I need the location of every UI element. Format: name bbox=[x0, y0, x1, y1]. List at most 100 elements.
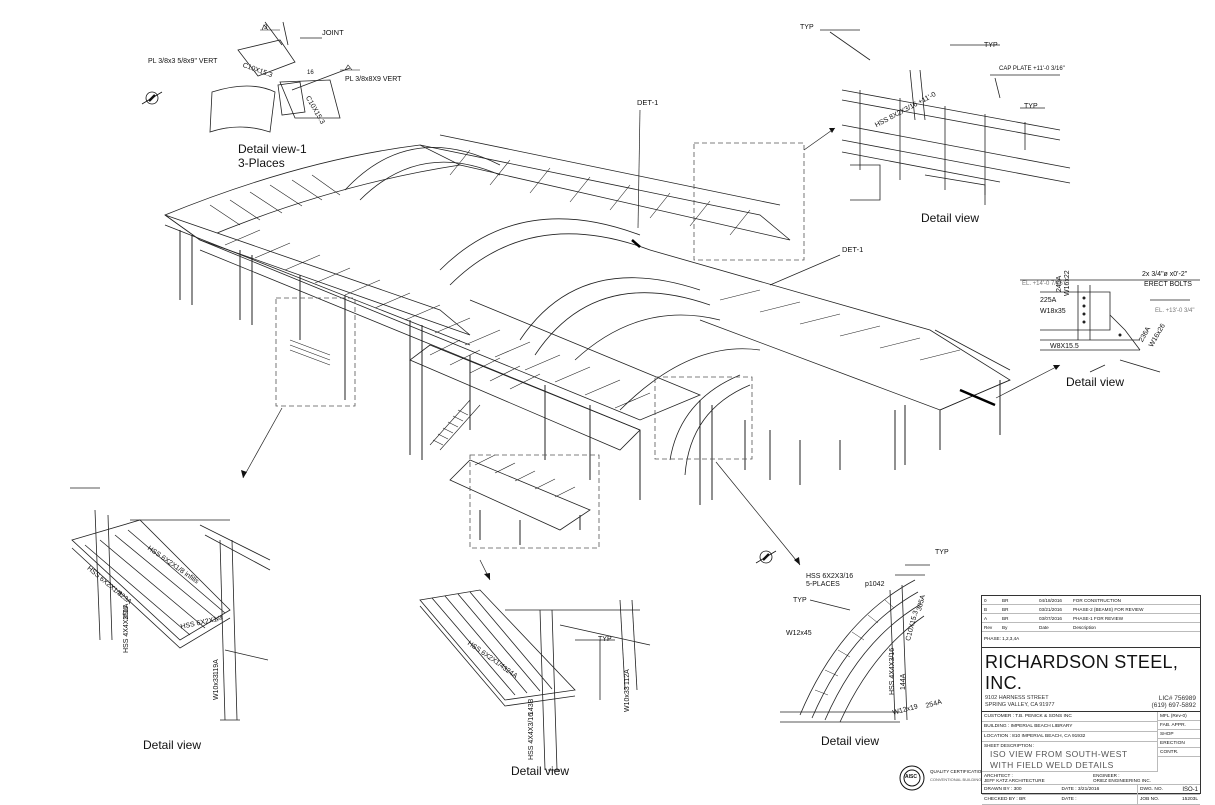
typ-label: TYP bbox=[598, 636, 612, 643]
address-line-1: 9102 HARNESS STREET bbox=[985, 695, 1049, 701]
typ-label: TYP bbox=[1024, 103, 1038, 110]
det1-label-right: DET-1 bbox=[842, 245, 864, 254]
sheet-desc-label: SHEET DESCRIPTION : bbox=[984, 743, 1035, 748]
hss4x4-label-c: HSS 4X4X3/16 bbox=[889, 647, 896, 695]
w16x22-label: W16x22 bbox=[1064, 270, 1071, 296]
plate-label-2: PL 3/8x8X9 VERT bbox=[345, 76, 402, 83]
detail-view-caption-right: Detail view bbox=[1066, 375, 1125, 389]
erection-field: ERECTION bbox=[1158, 739, 1200, 748]
main-structure bbox=[164, 134, 1011, 545]
rev-date-header: Date bbox=[1039, 624, 1049, 630]
mark-151a: 151A bbox=[123, 603, 130, 620]
typ-label: TYP bbox=[984, 42, 998, 49]
mark-143b: 143B bbox=[528, 698, 535, 715]
leader-lines bbox=[242, 109, 1061, 581]
revision-row: 0 BR 04/18/2016 FOR CONSTRUCTION bbox=[982, 596, 1200, 605]
mark-112a: 112A bbox=[624, 669, 631, 685]
aisc-logo-text: AISC bbox=[905, 774, 917, 780]
joint-label: JOINT bbox=[322, 28, 344, 37]
bolt-note-1: 2x 3/4"ø x0'-2" bbox=[1142, 271, 1188, 278]
revision-row: A BR 03/07/2016 PHASE-1 FOR REVIEW bbox=[982, 614, 1200, 623]
mfl-field: MFL (Rev-0) bbox=[1158, 712, 1200, 721]
detail-view-caption-topright: Detail view bbox=[921, 211, 980, 225]
mark-245a: 245A bbox=[1056, 275, 1063, 292]
engineer-label: ENGINEER : bbox=[1093, 773, 1120, 778]
engineer-value: ORIEZ ENGINEERING INC. bbox=[1093, 778, 1151, 783]
rev-header: Rev bbox=[984, 624, 993, 630]
architect-label: ARCHITECT : bbox=[984, 773, 1013, 778]
rev-cell: B bbox=[984, 606, 988, 612]
typ-label: TYP bbox=[793, 597, 807, 604]
drawn-by-field: DRAWN BY : 300 bbox=[982, 785, 1060, 795]
elevation-label-2: EL. +13'-0 3/4" bbox=[1155, 308, 1195, 314]
mark-144a: 144A bbox=[900, 673, 907, 690]
w18x35-label: W18x35 bbox=[1040, 308, 1066, 315]
rev-desc-cell: PHASE-2 (BEAMS) FOR REVIEW bbox=[1073, 606, 1144, 612]
north-arrow-icon bbox=[755, 550, 777, 564]
detail-view-caption-bottomright: Detail view bbox=[821, 734, 880, 748]
detail-view-1-caption: Detail view-1 bbox=[238, 142, 307, 156]
rev-date-cell: 03/07/2016 bbox=[1039, 615, 1062, 621]
rev-cell: A bbox=[984, 615, 988, 621]
aisc-cert-line1: QUALITY CERTIFICATION bbox=[930, 769, 985, 774]
date-field-2: DATE : bbox=[1059, 795, 1137, 805]
detail-view-1-drawing bbox=[209, 21, 351, 133]
phone-number: (619) 697-5892 bbox=[1151, 702, 1196, 709]
rev-desc-cell: PHASE-1 FOR REVIEW bbox=[1073, 615, 1124, 621]
phase-label: PHASE: 1,2,3,4A bbox=[984, 636, 1020, 641]
fab-appr-field: FAB. APPR. bbox=[1158, 721, 1200, 730]
contr-field: CONTR. bbox=[1158, 748, 1200, 757]
architect-value: JEFF KATZ ARCHITECTURE bbox=[984, 778, 1045, 783]
rev-by-header: By bbox=[1002, 624, 1008, 630]
plate-label-1: PL 3/8x3 5/8x9" VERT bbox=[148, 58, 218, 65]
title-block: 0 BR 04/18/2016 FOR CONSTRUCTION B BR 03… bbox=[981, 595, 1201, 805]
detail-bottomleft-drawing bbox=[70, 487, 271, 721]
license-number: LIC# 756989 bbox=[1158, 695, 1196, 702]
w12x45-label: W12x45 bbox=[786, 630, 812, 637]
detail-view-caption-bottomcenter: Detail view bbox=[511, 764, 570, 778]
callout-boxes bbox=[275, 142, 805, 549]
bolt-note-2: ERECT BOLTS bbox=[1144, 281, 1192, 288]
revision-row: B BR 03/21/2016 PHASE-2 (BEAMS) FOR REVI… bbox=[982, 605, 1200, 614]
sheet-desc-line1: ISO VIEW FROM SOUTH-WEST bbox=[990, 749, 1128, 759]
detail-right-drawing bbox=[1020, 279, 1200, 373]
shop-field: SHOP bbox=[1158, 730, 1200, 739]
det1-label-top: DET-1 bbox=[637, 98, 659, 107]
sheet-desc-line2: WITH FIELD WELD DETAILS bbox=[982, 760, 1157, 772]
typ-label: TYP bbox=[800, 24, 814, 31]
curve-ticks bbox=[814, 599, 895, 696]
aisc-logo bbox=[899, 765, 925, 791]
rev-by-cell: BR bbox=[1002, 606, 1009, 612]
weld-symbols-tl bbox=[260, 24, 360, 71]
rev-date-cell: 03/21/2016 bbox=[1039, 606, 1062, 612]
mark-119a: 119A bbox=[213, 659, 220, 675]
mark-225a: 225A bbox=[1040, 297, 1057, 304]
rev-by-cell: BR bbox=[1002, 615, 1009, 621]
detail-bottomcenter-drawing bbox=[419, 589, 651, 771]
rev-by-cell: BR bbox=[1002, 597, 1009, 603]
company-name: RICHARDSON STEEL, INC. bbox=[982, 647, 1200, 695]
detail-topright-drawing bbox=[820, 29, 1071, 205]
cap-plate-label: CAP PLATE +11'-0 3/16" bbox=[999, 66, 1065, 72]
rev-desc-header: Description bbox=[1073, 624, 1096, 630]
w8x15-label: W8X15.5 bbox=[1050, 343, 1079, 350]
detail-view-caption-bottomleft: Detail view bbox=[143, 738, 202, 752]
aisc-cert-line2: CONVENTIONAL BUILDING bbox=[930, 777, 982, 782]
dwg-no-label: DWG. NO. bbox=[1140, 787, 1163, 792]
location-field: LOCATION : 810 IMPERIAL BEACH, CA 91932 bbox=[982, 732, 1157, 742]
checked-by-field: CHECKED BY : BR bbox=[982, 795, 1060, 805]
arrowheads bbox=[241, 128, 1060, 580]
weld-frac-label: 3 bbox=[264, 25, 268, 31]
building-field: BUILDING : IMPERIAL BEACH LIBRARY bbox=[982, 722, 1157, 732]
rev-desc-cell: FOR CONSTRUCTION bbox=[1073, 597, 1121, 603]
revision-header-row: Rev By Date Description bbox=[982, 623, 1200, 632]
customer-field: CUSTOMER : T.B. PENICK & SONS INC bbox=[982, 712, 1157, 722]
dwg-no-value: ISO-1 bbox=[1182, 786, 1198, 793]
hss4x4-label-b: HSS 4X4X3/16 bbox=[528, 712, 535, 760]
north-arrow-icon bbox=[141, 91, 163, 105]
rev-date-cell: 04/18/2016 bbox=[1039, 597, 1062, 603]
address-line-2: SPRING VALLEY, CA 91977 bbox=[985, 702, 1055, 708]
detail-bottomright-drawing bbox=[780, 564, 930, 723]
weld-frac-label: 16 bbox=[307, 70, 314, 76]
